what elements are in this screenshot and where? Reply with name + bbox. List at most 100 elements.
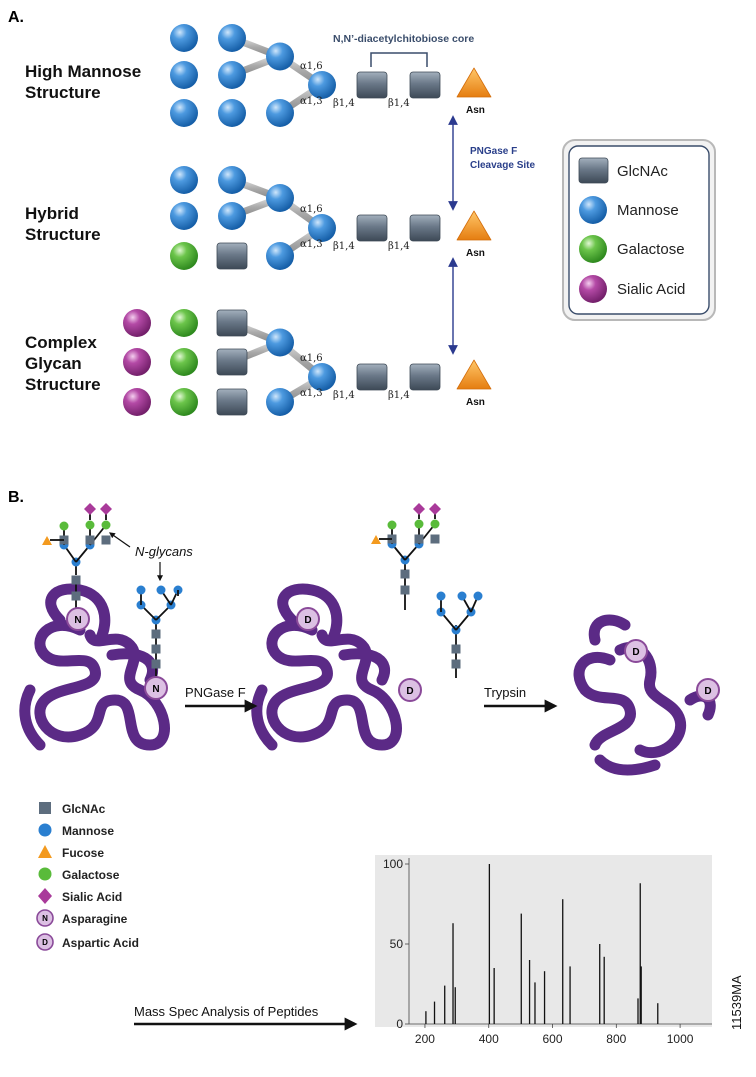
glcnac-square-icon — [71, 575, 81, 585]
sialic-acid-diamond-icon — [38, 888, 52, 904]
residue-letter: D — [632, 647, 639, 658]
mannose-circle-icon — [579, 196, 607, 224]
legend-a-item: GlcNAc — [617, 163, 668, 180]
glcnac-square-icon — [39, 802, 51, 814]
mannose-circle-icon — [218, 202, 246, 230]
asparagine-badge: N — [144, 676, 168, 700]
legend-a: GlcNAc Mannose Galactose Sialic Acid — [562, 139, 716, 321]
legend-b-item: Aspartic Acid — [62, 936, 139, 950]
protein-chain — [266, 619, 402, 751]
glcnac-square-icon — [409, 363, 441, 391]
n-glycans-pointer — [109, 532, 131, 548]
linkage-label: β1,4 — [388, 241, 410, 252]
glcnac-square-icon — [151, 629, 161, 639]
mannose-circle-icon — [218, 166, 246, 194]
linkage-label: β1,4 — [388, 98, 410, 109]
panel-a-label: A. — [8, 9, 24, 26]
y-tick-label: 0 — [396, 1017, 403, 1031]
sialic-acid-diamond-icon — [84, 503, 96, 515]
glcnac-square-icon — [85, 535, 95, 545]
protein-chain-fold — [251, 583, 390, 751]
fucose-triangle-icon — [42, 536, 52, 545]
mannose-circle-icon — [218, 99, 246, 127]
high-mannose-label: High Mannose Structure — [25, 62, 141, 102]
legend-b-item: Galactose — [62, 868, 120, 882]
structure-name-line2: Structure — [25, 225, 101, 244]
aspartic-acid-badge-icon — [36, 933, 54, 951]
mannose-circle-icon — [308, 214, 336, 242]
glcnac-square-icon — [151, 659, 161, 669]
complex-glycan-label: Complex Glycan Structure — [25, 333, 101, 394]
aspartic-acid-badge: D — [696, 678, 720, 702]
residue-letter: D — [42, 938, 48, 947]
galactose-circle-icon — [85, 520, 95, 530]
sialic-acid-diamond-icon — [413, 503, 425, 515]
residue-letter: N — [74, 615, 81, 626]
residue-letter: D — [304, 615, 311, 626]
galactose-circle-icon — [430, 519, 440, 529]
residue-letter: N — [42, 914, 48, 923]
protein-chain-fold — [19, 583, 158, 751]
chart-background — [375, 855, 712, 1027]
glcnac-square-icon — [578, 157, 609, 184]
n-glycan-trees — [42, 503, 483, 678]
fucose-triangle-icon — [38, 845, 52, 858]
legend-b-item: Sialic Acid — [62, 890, 122, 904]
protein-deglycosylated — [251, 583, 402, 751]
linkage-label: α1,6 — [300, 353, 323, 364]
galactose-circle-icon — [101, 520, 111, 530]
galactose-circle-icon — [170, 388, 198, 416]
asn-label: Asn — [466, 105, 485, 116]
mannose-circle-icon — [457, 591, 467, 601]
sialic-acid-circle-icon — [123, 388, 151, 416]
glcnac-square-icon — [356, 71, 388, 99]
glcnac-square-icon — [71, 591, 81, 601]
glcnac-square-icon — [216, 242, 248, 270]
asparagine-badge: N — [66, 607, 90, 631]
linkage-label: α1,3 — [300, 388, 323, 399]
y-tick-label: 100 — [383, 857, 403, 871]
glcnac-square-icon — [151, 644, 161, 654]
structure-name-line3: Structure — [25, 375, 101, 394]
aspartic-acid-badge: D — [624, 639, 648, 663]
mannose-circle-icon — [170, 24, 198, 52]
glcnac-square-icon — [409, 214, 441, 242]
trypsin-label: Trypsin — [484, 685, 526, 700]
legend-b-item: Mannose — [62, 824, 114, 838]
mannose-circle-icon — [308, 363, 336, 391]
mannose-circle-icon — [218, 24, 246, 52]
mannose-circle-icon — [136, 585, 146, 595]
mannose-circle-icon — [266, 99, 294, 127]
y-tick-label: 50 — [390, 937, 404, 951]
legend-a-item: Galactose — [617, 241, 685, 258]
x-tick-label: 200 — [415, 1032, 435, 1046]
glcnac-square-icon — [451, 659, 461, 669]
mannose-circle-icon — [473, 591, 483, 601]
linkage-label: α1,6 — [300, 61, 323, 72]
sialic-acid-circle-icon — [579, 275, 607, 303]
mannose-circle-icon — [170, 99, 198, 127]
cleavage-site-line1: PNGase F — [470, 146, 517, 157]
glcnac-square-icon — [400, 585, 410, 595]
x-tick-label: 600 — [543, 1032, 563, 1046]
x-tick-label: 400 — [479, 1032, 499, 1046]
legend-b-item: Fucose — [62, 846, 104, 860]
sialic-acid-diamond-icon — [100, 503, 112, 515]
galactose-circle-icon — [170, 242, 198, 270]
mannose-circle-icon — [38, 823, 52, 837]
fucose-triangle-icon — [371, 535, 381, 544]
galactose-circle-icon — [579, 235, 607, 263]
mannose-circle-icon — [156, 585, 166, 595]
protein-glycosylated — [19, 583, 170, 751]
legend-b: GlcNAc Mannose Fucose Galactose Sialic A… — [36, 802, 139, 951]
legend-a-item: Sialic Acid — [617, 281, 685, 298]
protein-digested — [573, 614, 716, 776]
residue-letter: N — [152, 684, 159, 695]
galactose-circle-icon — [38, 867, 52, 881]
core-bracket — [370, 52, 428, 67]
linkage-label: α1,3 — [300, 239, 323, 250]
n-glycans-label: N-glycans — [135, 544, 193, 559]
structure-name-line2: Structure — [25, 83, 101, 102]
